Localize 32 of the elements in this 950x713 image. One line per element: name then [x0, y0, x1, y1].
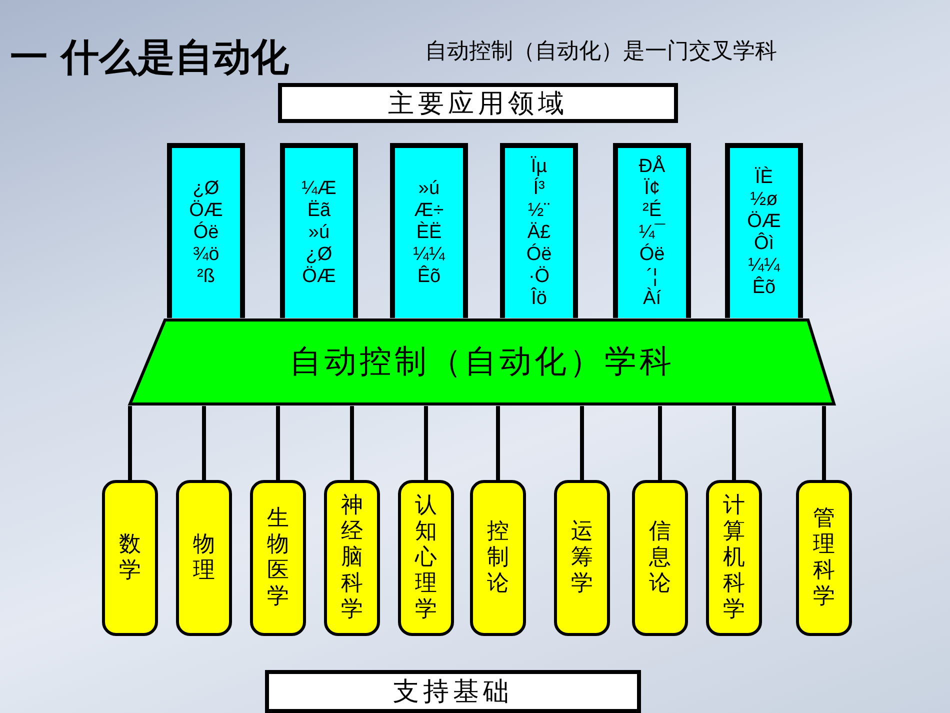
subject-capsule: 认知心理学 [398, 480, 454, 636]
heading-box: 主要应用领域 [278, 83, 678, 123]
connector-line [350, 406, 354, 480]
subtitle: 自动控制（自动化）是一门交叉学科 [425, 38, 777, 66]
subject-capsule: 运筹学 [554, 480, 610, 636]
field-box: ¼Æ Ëã »ú ¿Ø ÖÆ [280, 143, 358, 318]
subject-capsule: 数学 [102, 480, 158, 636]
connector-line [276, 406, 280, 480]
field-box: ÐÅ Ï¢ ²É ¼¯ Óë ´¦ Àí [613, 143, 691, 318]
subject-capsule: 计算机科学 [706, 480, 762, 636]
heading-box: 支持基础 [265, 670, 641, 713]
field-box: Ïµ Í³ ½¨ Ä£ Óë ·Ö Îö [500, 143, 578, 318]
connector-line [822, 406, 826, 480]
discipline-band [128, 318, 836, 406]
connector-line [658, 406, 662, 480]
connector-line [424, 406, 428, 480]
subject-capsule: 管理科学 [796, 480, 852, 636]
connector-line [496, 406, 500, 480]
connector-line [580, 406, 584, 480]
field-box: »ú Æ÷ ÈË ¼¼ Êõ [390, 143, 468, 318]
subject-capsule: 生物医学 [250, 480, 306, 636]
band-label: 自动控制（自动化）学科 [290, 341, 674, 382]
subject-capsule: 控制论 [470, 480, 526, 636]
connector-line [202, 406, 206, 480]
slide-title: 一 什么是自动化 [10, 34, 290, 81]
field-box: ÏÈ ½ø ÖÆ Ôì ¼¼ Êõ [725, 143, 803, 318]
subject-capsule: 信息论 [632, 480, 688, 636]
connector-line [732, 406, 736, 480]
connector-line [128, 406, 132, 480]
field-box: ¿Ø ÖÆ Óë ¾ö ²ß [167, 143, 245, 318]
subject-capsule: 神经脑科学 [324, 480, 380, 636]
subject-capsule: 物理 [176, 480, 232, 636]
